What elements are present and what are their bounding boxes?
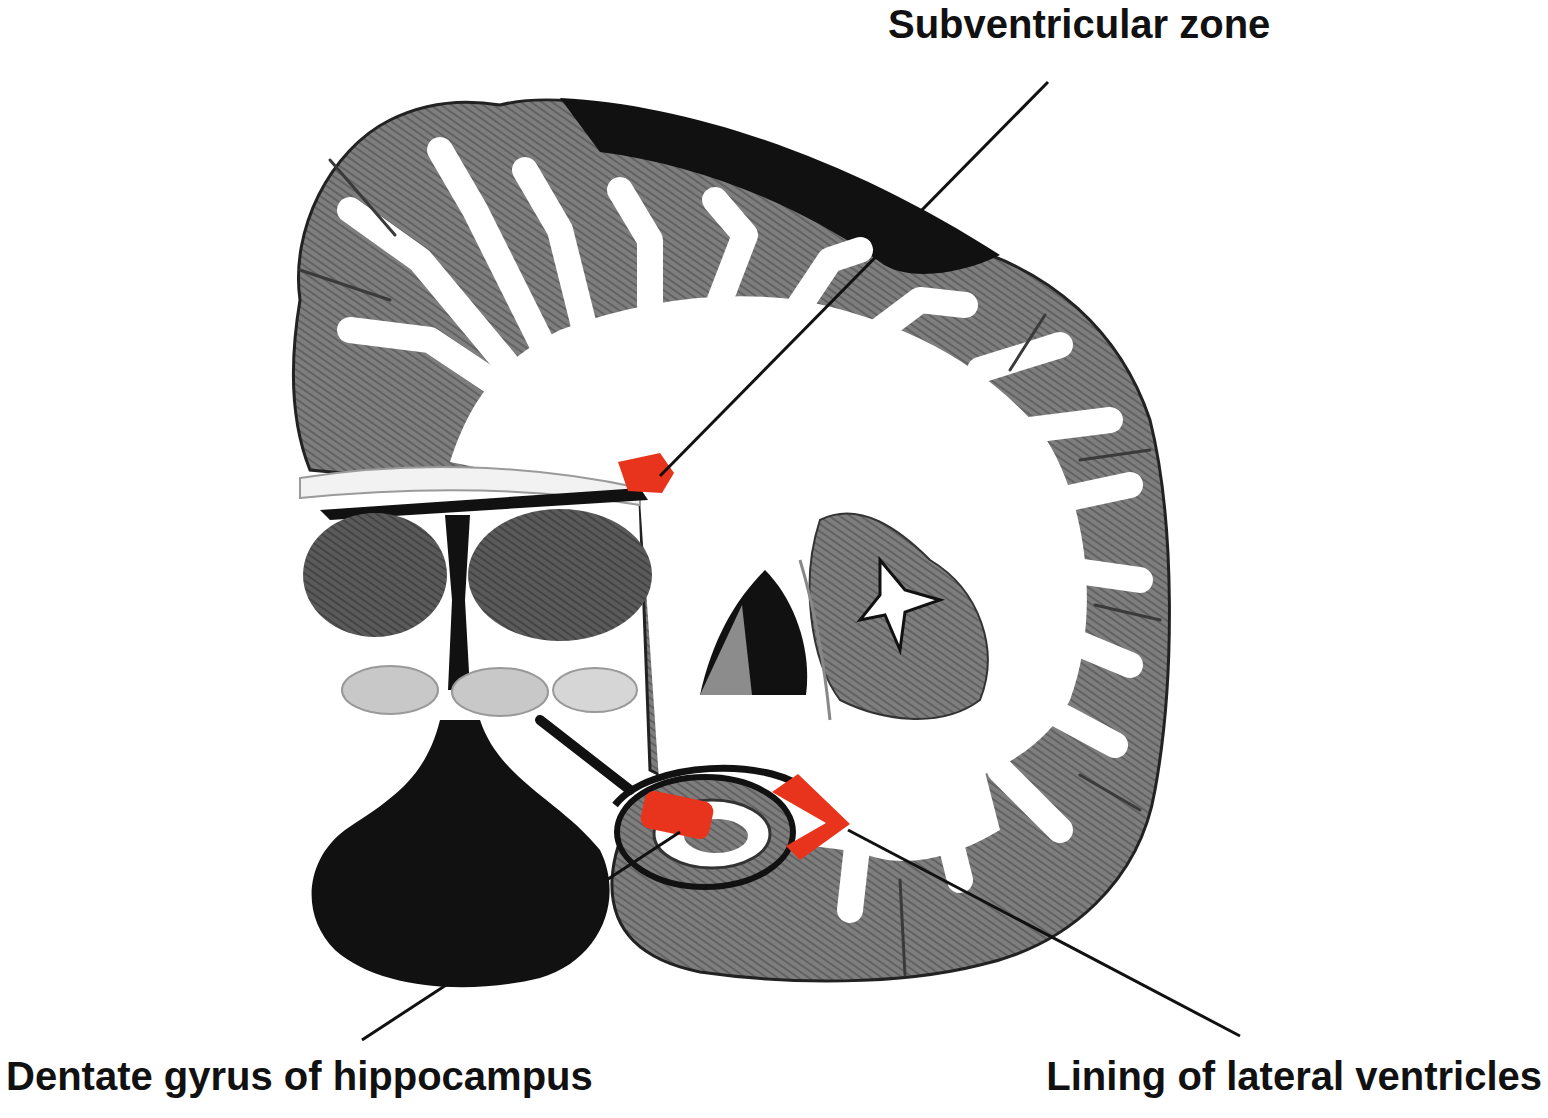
red-region xyxy=(618,453,674,493)
gyrus-core xyxy=(525,170,585,330)
external-capsule xyxy=(800,560,830,720)
gyrus-core xyxy=(880,300,965,330)
leader-line xyxy=(848,830,1240,1036)
gyrus-core xyxy=(1050,710,1115,745)
gyrus-core xyxy=(800,250,860,305)
optic-tract xyxy=(540,720,630,790)
gyrus-core xyxy=(1060,485,1130,500)
gyrus-core xyxy=(1070,570,1140,580)
midbrain-structure xyxy=(342,666,438,714)
globus-pallidus xyxy=(700,605,752,695)
gyrus-core xyxy=(715,200,745,300)
white-matter xyxy=(450,296,1087,799)
third-ventricle xyxy=(445,515,470,690)
gyrus-core xyxy=(980,345,1060,370)
callout-label: Lining of lateral ventricles xyxy=(1046,1052,1542,1100)
callout-label: Dentate gyrus of hippocampus xyxy=(6,1052,593,1100)
sulcus xyxy=(1080,450,1150,460)
leader-line xyxy=(660,82,1048,476)
sulcus xyxy=(1080,775,1140,810)
callout-label: Subventricular zone xyxy=(888,0,1270,48)
thalamus xyxy=(468,509,652,641)
gyrus-core xyxy=(1030,420,1110,430)
gyrus-core xyxy=(1000,770,1060,830)
sulcus xyxy=(330,160,395,235)
midbrain-structure xyxy=(553,668,637,712)
hippocampus xyxy=(617,777,793,887)
sulcus xyxy=(900,880,905,975)
insula xyxy=(810,514,988,719)
thalamus xyxy=(303,513,447,637)
sulcus xyxy=(300,270,390,300)
sulcus xyxy=(1010,315,1045,370)
putamen xyxy=(700,570,807,695)
gyrus-core xyxy=(1070,640,1130,665)
brainstem xyxy=(312,720,610,987)
gyrus-core xyxy=(620,190,650,305)
red-region xyxy=(772,774,850,860)
midbrain-structure xyxy=(452,668,548,716)
leader-line xyxy=(362,832,680,1040)
insula-sulcus xyxy=(860,560,940,650)
sulcus xyxy=(1095,605,1160,620)
